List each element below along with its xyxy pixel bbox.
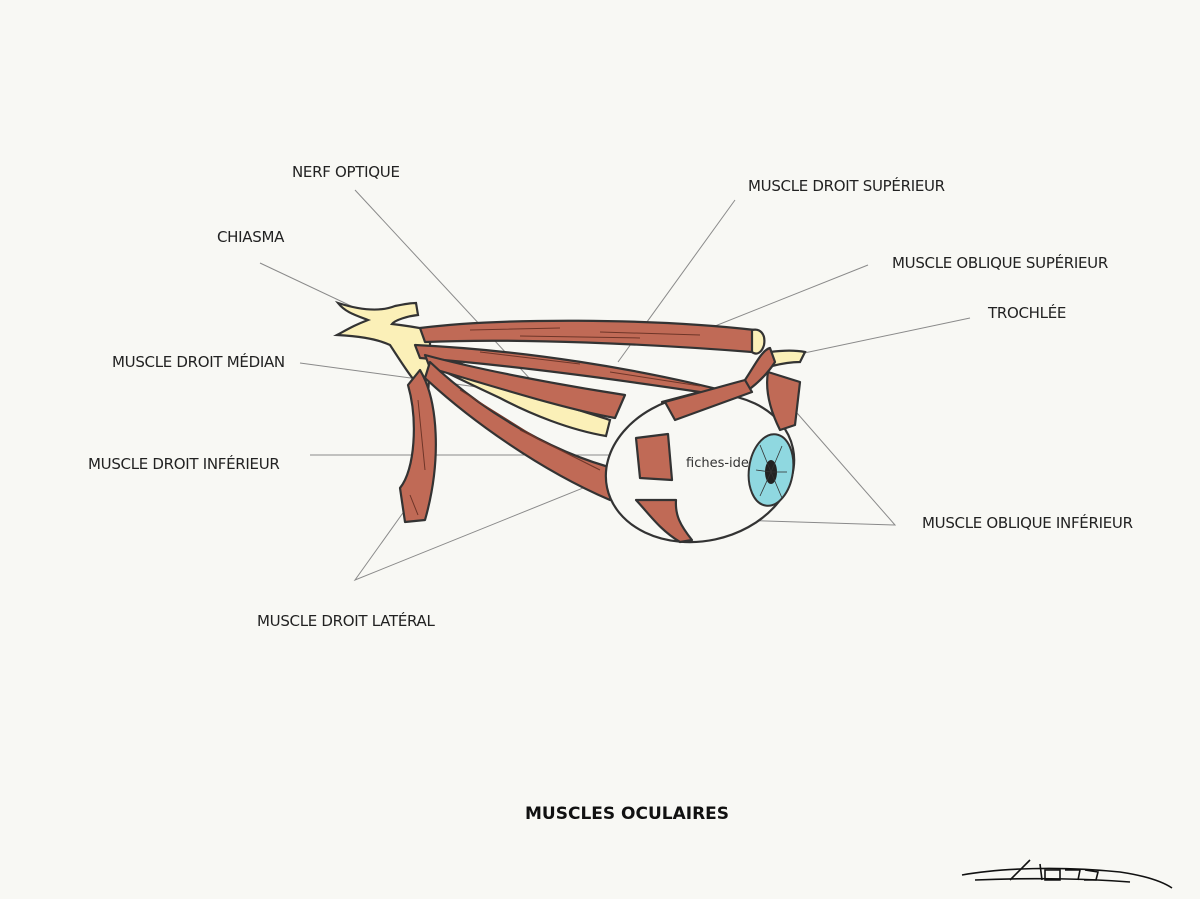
iris-fibers bbox=[755, 444, 787, 499]
diagram-title: MUSCLES OCULAIRES bbox=[525, 804, 729, 824]
muscle-droit-median-shape bbox=[423, 353, 627, 420]
insertion-inferieur bbox=[634, 498, 694, 544]
label-nerf-optique: NERF OPTIQUE bbox=[292, 163, 400, 181]
leader-trochlee bbox=[789, 317, 971, 357]
trochlee-shape bbox=[750, 328, 766, 355]
muscle-droit-superieur-shape bbox=[418, 319, 757, 354]
leader-oblique-superieur bbox=[704, 264, 869, 331]
label-droit-superieur: MUSCLE DROIT SUPÉRIEUR bbox=[748, 176, 945, 195]
label-droit-median: MUSCLE DROIT MÉDIAN bbox=[112, 352, 285, 371]
signature bbox=[961, 859, 1173, 889]
label-droit-inferieur: MUSCLE DROIT INFÉRIEUR bbox=[88, 454, 280, 473]
label-trochlee: TROCHLÉE bbox=[987, 303, 1066, 322]
leader-droit-lateral bbox=[353, 464, 641, 582]
label-chiasma: CHIASMA bbox=[217, 228, 285, 246]
muscle-oblique-inferieur-shape bbox=[766, 370, 802, 432]
insertion-superieur bbox=[663, 378, 754, 422]
insertion-lateral bbox=[634, 432, 674, 482]
oblique-tendon-shape bbox=[768, 349, 807, 368]
label-oblique-inferieur: MUSCLE OBLIQUE INFÉRIEUR bbox=[922, 513, 1133, 532]
watermark: fiches-ide bbox=[686, 456, 749, 471]
leader-lines bbox=[259, 189, 971, 582]
label-oblique-superieur: MUSCLE OBLIQUE SUPÉRIEUR bbox=[892, 253, 1108, 272]
label-droit-lateral: MUSCLE DROIT LATÉRAL bbox=[257, 611, 435, 630]
muscle-droit-lateral-shape bbox=[398, 368, 437, 524]
